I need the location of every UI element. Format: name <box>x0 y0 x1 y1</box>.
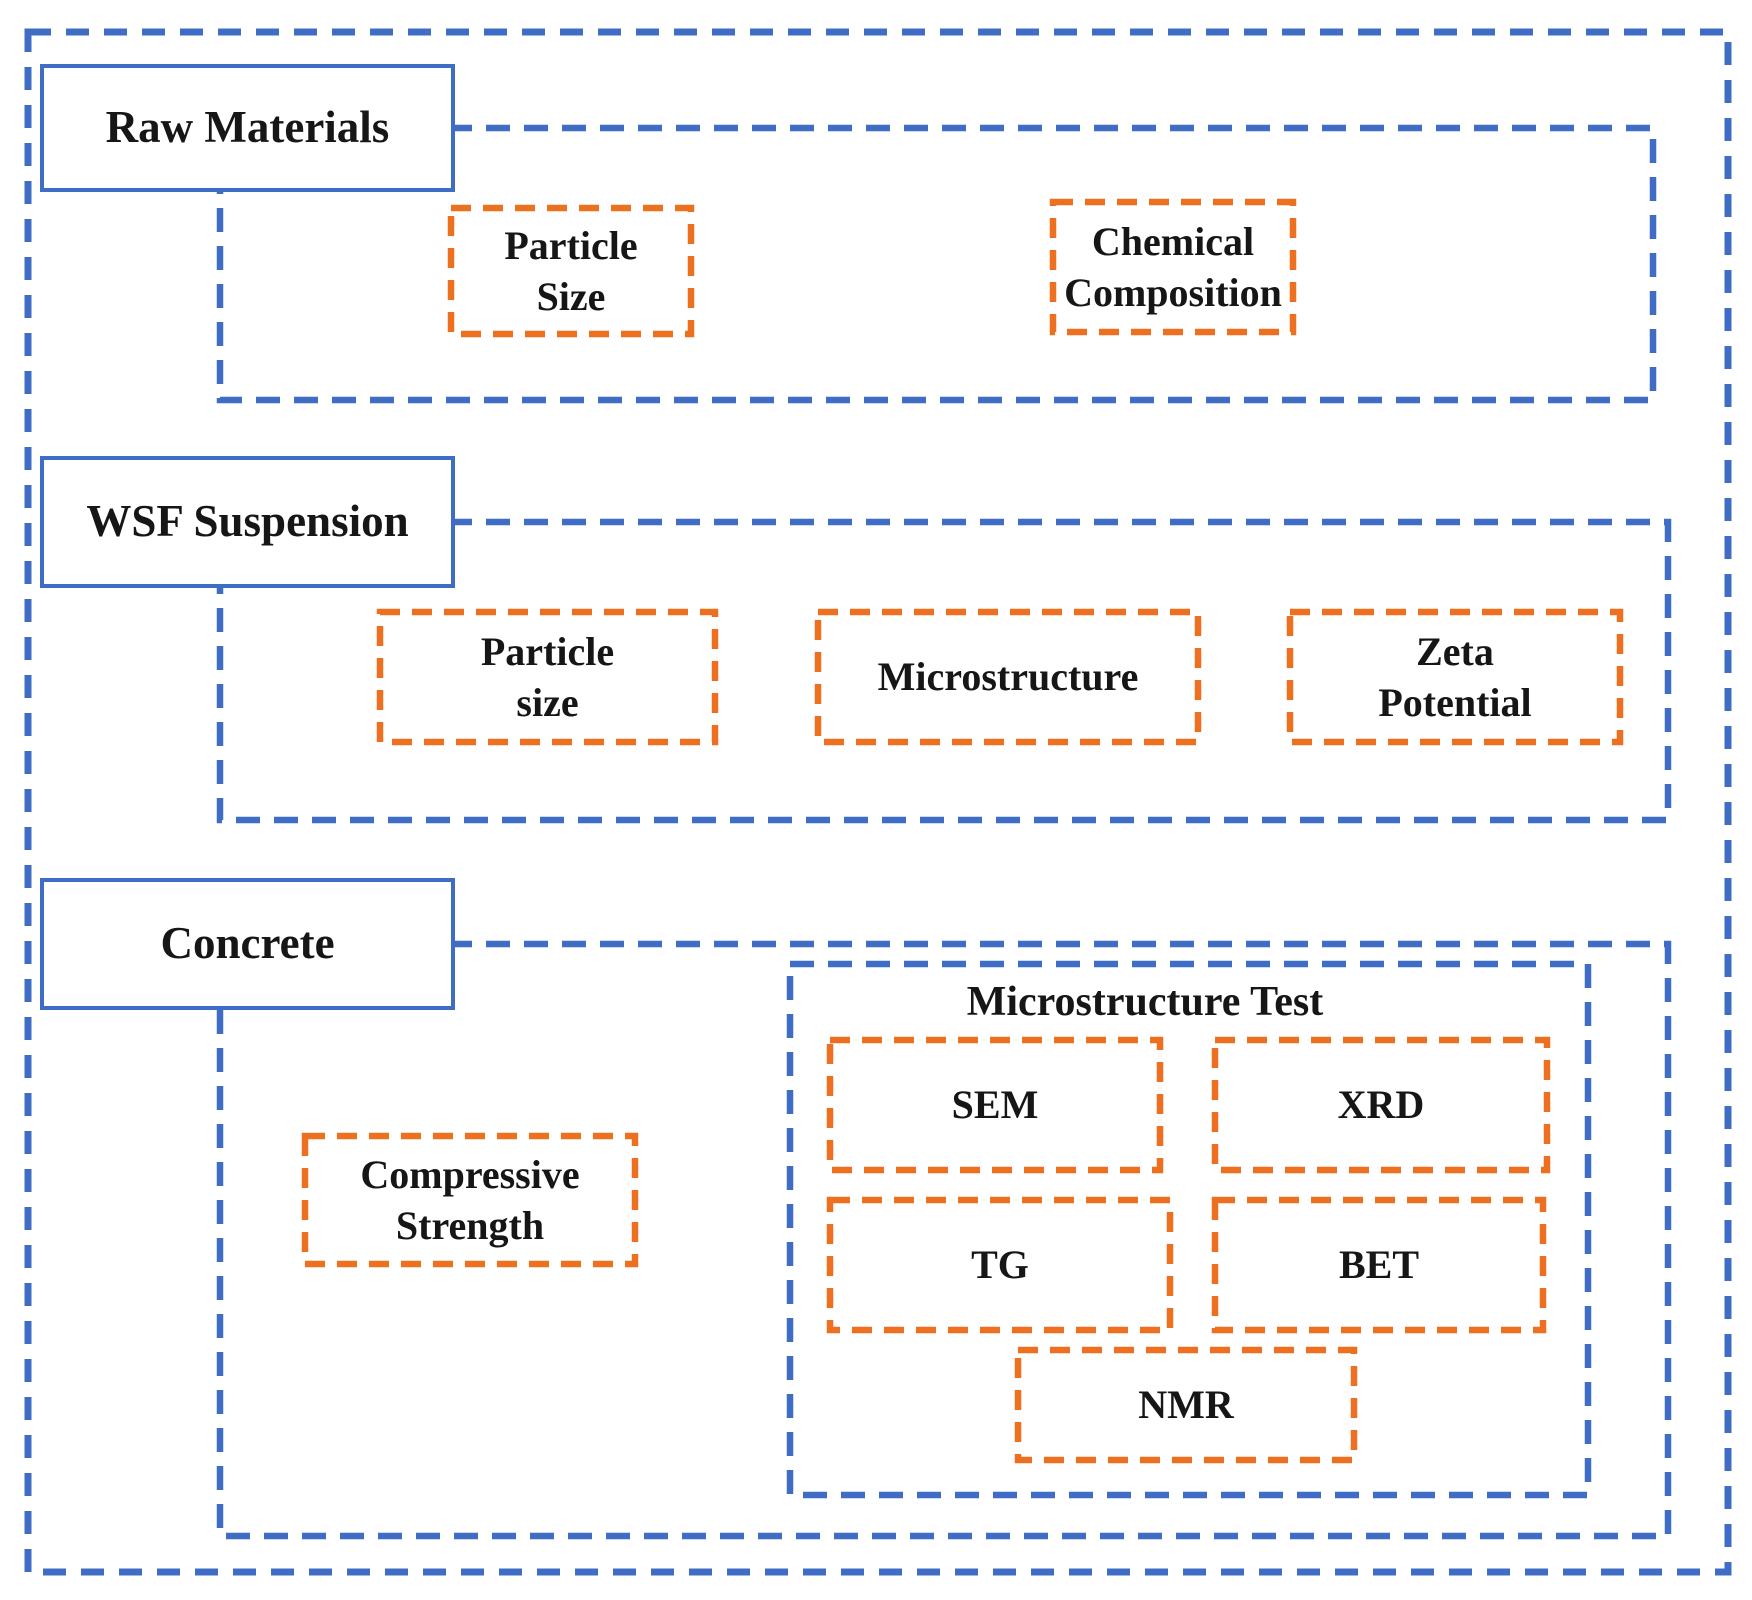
xrd-box: XRD <box>1215 1040 1547 1170</box>
nmr-line1: NMR <box>1138 1382 1234 1428</box>
concrete-label: Concrete <box>42 880 453 1008</box>
microstructure-border <box>814 608 1202 746</box>
particle-size-raw-box: Particle Size <box>451 208 691 334</box>
zeta-potential-border <box>1286 608 1624 746</box>
chemical-composition-line2: Composition <box>1064 270 1282 315</box>
particle-size-raw-border <box>447 204 695 338</box>
microstructure-line1: Microstructure <box>877 654 1139 700</box>
bet-box: BET <box>1215 1200 1543 1330</box>
wsf-suspension-label: WSF Suspension <box>42 458 453 586</box>
nmr-box: NMR <box>1018 1350 1354 1460</box>
raw-materials-label: Raw Materials <box>42 66 453 190</box>
particle-size-raw-line2: Size <box>536 274 606 319</box>
bet-border <box>1211 1196 1547 1334</box>
zeta-potential-box: Zeta Potential <box>1290 612 1620 742</box>
chemical-composition-border <box>1049 198 1297 336</box>
concrete-container-border <box>216 940 1672 1540</box>
compressive-strength-box: Compressive Strength <box>305 1136 635 1264</box>
nmr-border <box>1014 1346 1358 1464</box>
microstructure-test-title: Microstructure Test <box>790 972 1500 1034</box>
compressive-strength-line2: Strength <box>395 1203 545 1248</box>
sem-border <box>826 1036 1164 1174</box>
microstructure-box: Microstructure <box>818 612 1198 742</box>
zeta-potential-line1: Zeta <box>1416 628 1494 674</box>
wsf-suspension-label-text: WSF Suspension <box>86 496 409 547</box>
sem-box: SEM <box>830 1040 1160 1170</box>
concrete-label-text: Concrete <box>160 918 335 969</box>
raw-materials-container-border <box>216 124 1657 404</box>
chemical-composition-box: Chemical Composition <box>1053 202 1293 332</box>
compressive-strength-border <box>301 1132 639 1268</box>
particle-size-wsf-line1: Particle <box>480 628 615 674</box>
zeta-potential-line2: Potential <box>1378 680 1532 725</box>
raw-materials-label-border <box>40 64 455 192</box>
bet-line1: BET <box>1338 1242 1420 1288</box>
xrd-line1: XRD <box>1337 1082 1425 1128</box>
particle-size-raw-line1: Particle <box>504 222 638 268</box>
chemical-composition-line1: Chemical <box>1091 218 1255 264</box>
microstructure-test-container-border <box>786 960 1592 1499</box>
xrd-border <box>1211 1036 1551 1174</box>
particle-size-wsf-box: Particle size <box>380 612 715 742</box>
microstructure-test-title-text: Microstructure Test <box>966 979 1324 1026</box>
concrete-label-border <box>40 878 455 1010</box>
tg-border <box>826 1196 1174 1334</box>
sem-line1: SEM <box>951 1082 1039 1128</box>
compressive-strength-line1: Compressive <box>360 1151 580 1197</box>
tg-box: TG <box>830 1200 1170 1330</box>
tg-line1: TG <box>971 1242 1029 1288</box>
wsf-suspension-container-border <box>216 518 1672 824</box>
particle-size-wsf-border <box>376 608 719 746</box>
wsf-suspension-label-border <box>40 456 455 588</box>
particle-size-wsf-line2: size <box>516 680 579 725</box>
outer-dashed-border <box>24 28 1732 1576</box>
raw-materials-label-text: Raw Materials <box>105 102 390 153</box>
